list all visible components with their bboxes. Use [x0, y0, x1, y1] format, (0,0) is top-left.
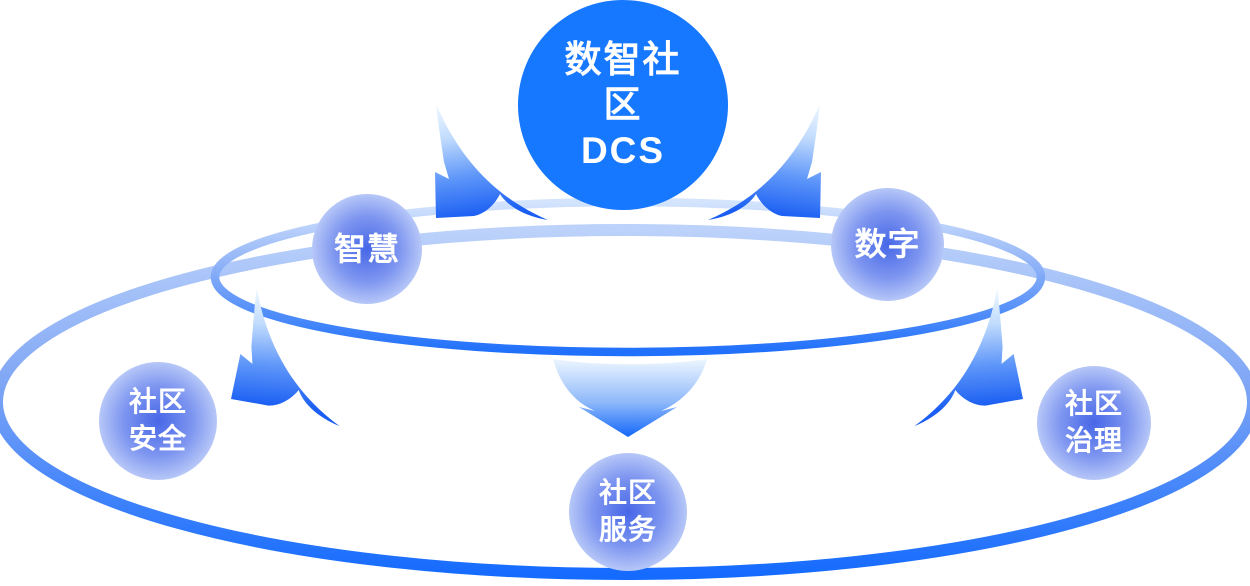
node-shuzi-label: 数字 — [854, 226, 921, 263]
center-node-line-1: 数智社 — [564, 39, 682, 81]
node-shequ-fuwu-line-1: 社区 — [598, 477, 657, 509]
node-shequ-zhili-line-1: 社区 — [1064, 388, 1123, 420]
node-shequ-anquan-line-1: 社区 — [128, 386, 187, 418]
outer-orbit-ring — [0, 224, 1250, 580]
node-shequ-zhili-line-2: 治理 — [1064, 425, 1123, 456]
center-node-dcs: 数智社 区 DCS — [518, 0, 728, 210]
center-node-line-2: 区 — [603, 84, 643, 126]
node-shequ-anquan-line-2: 安全 — [128, 423, 187, 454]
center-node-line-3: DCS — [580, 129, 666, 171]
node-shequ-fuwu-line-2: 服务 — [598, 514, 657, 545]
node-zhihui-label: 智慧 — [333, 230, 400, 267]
node-zhihui: 智慧 — [312, 194, 422, 304]
node-shequ-anquan: 社区 安全 — [99, 362, 217, 480]
arrow-center-to-shequ-fuwu — [553, 359, 707, 437]
node-shuzi: 数字 — [831, 188, 944, 301]
node-shequ-zhili: 社区 治理 — [1037, 366, 1151, 480]
node-shequ-fuwu: 社区 服务 — [569, 453, 687, 571]
